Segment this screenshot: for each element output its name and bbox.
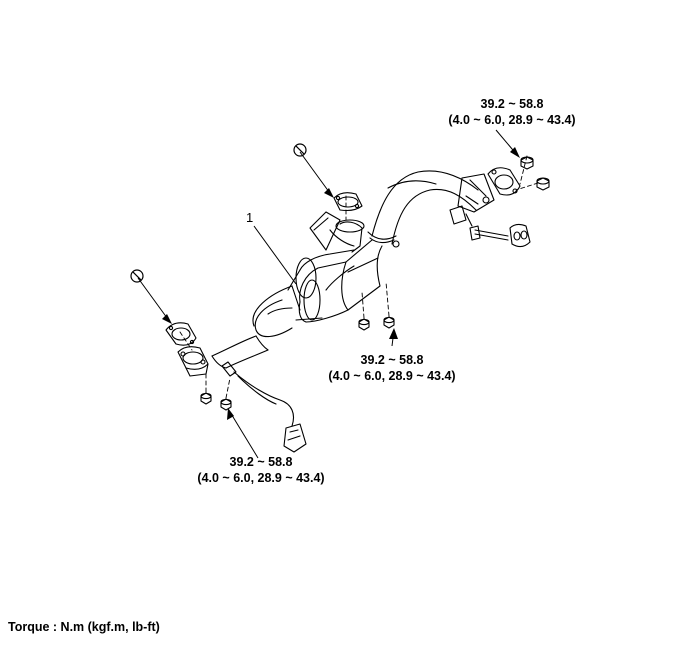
- gasket-lower-left: [165, 322, 197, 346]
- nut-upper-right-2: [536, 177, 550, 191]
- torque-callout-center: 39.2 ~ 58.8 (4.0 ~ 6.0, 28.9 ~ 43.4): [314, 352, 470, 384]
- torque-value: 39.2 ~ 58.8: [229, 455, 293, 469]
- pipe-center-section: [309, 192, 365, 253]
- rubber-hanger: [469, 223, 531, 248]
- catalytic-converter-left: [287, 249, 355, 311]
- pipe-lower-bend: [211, 285, 323, 369]
- nut-upper-right-1: [520, 156, 534, 170]
- torque-units-note: Torque : N.m (kgf.m, lb-ft): [8, 620, 160, 634]
- do-not-reuse-icon: [130, 269, 144, 283]
- gasket-upper-right: [487, 167, 521, 196]
- torque-value: 39.2 ~ 58.8: [480, 97, 544, 111]
- torque-alt-units: (4.0 ~ 6.0, 28.9 ~ 43.4): [328, 369, 456, 383]
- nut-lower-left-2: [220, 398, 232, 411]
- torque-alt-units: (4.0 ~ 6.0, 28.9 ~ 43.4): [197, 471, 325, 485]
- part-number-label: 1: [246, 210, 254, 225]
- pipe-upper-section: [367, 170, 495, 248]
- torque-alt-units: (4.0 ~ 6.0, 28.9 ~ 43.4): [448, 113, 576, 127]
- nut-lower-left-1: [200, 392, 212, 405]
- torque-value: 39.2 ~ 58.8: [360, 353, 424, 367]
- catalytic-converter-right: [298, 239, 383, 323]
- flange-lower-left: [177, 346, 209, 377]
- nut-center-2: [383, 316, 395, 329]
- torque-callout-upper-right: 39.2 ~ 58.8 (4.0 ~ 6.0, 28.9 ~ 43.4): [434, 96, 590, 128]
- alignment-lines: [179, 155, 539, 399]
- torque-callout-lower: 39.2 ~ 58.8 (4.0 ~ 6.0, 28.9 ~ 43.4): [183, 454, 339, 486]
- arrow-heads: [162, 147, 520, 420]
- do-not-reuse-icon: [293, 143, 307, 157]
- nut-center-1: [358, 318, 370, 331]
- oxygen-sensor: [221, 361, 307, 453]
